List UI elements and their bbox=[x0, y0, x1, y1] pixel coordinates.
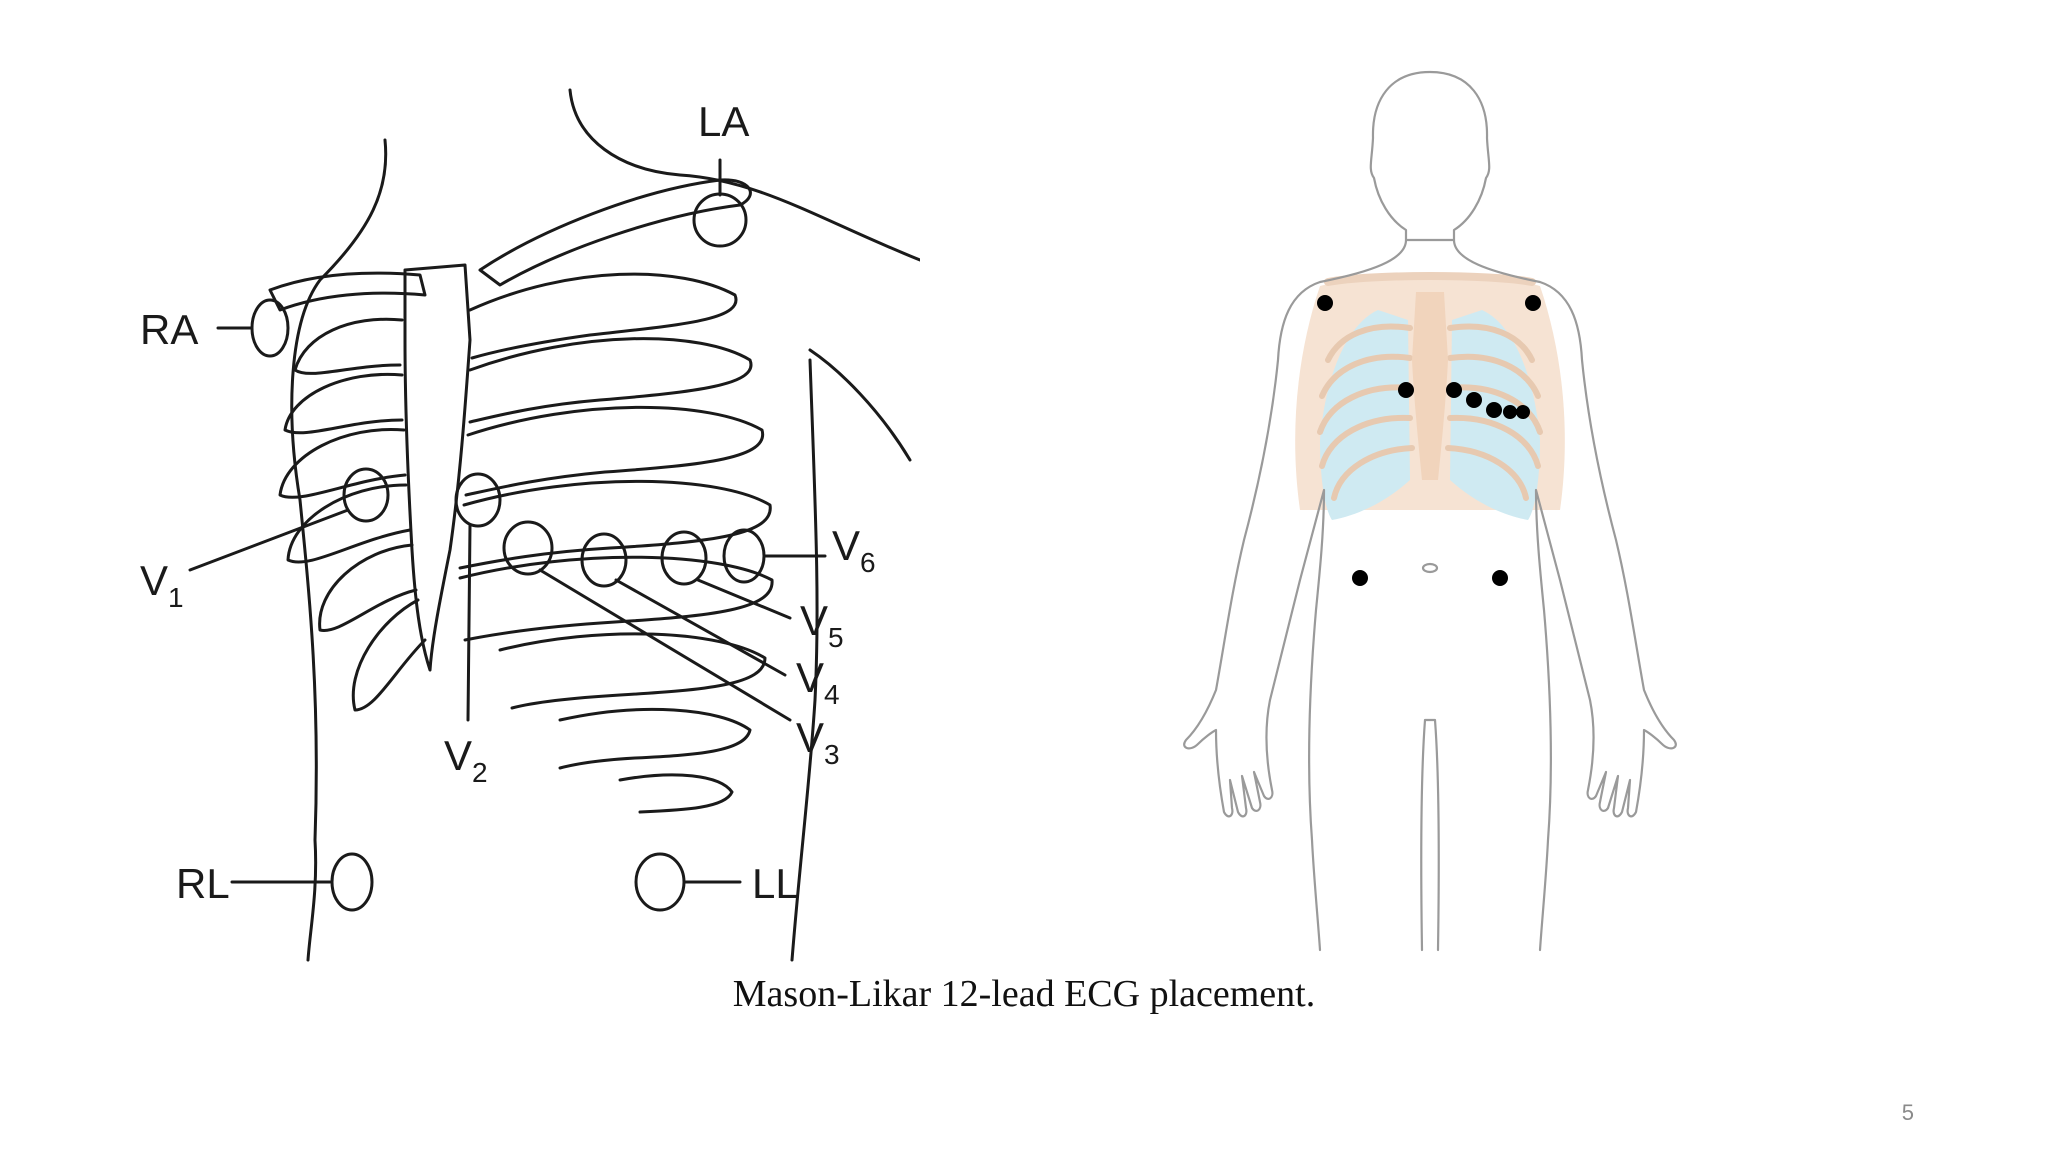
electrode-dot-v1 bbox=[1398, 382, 1414, 398]
left-rib bbox=[464, 405, 765, 497]
lead-label-v3: V3 bbox=[796, 714, 840, 770]
electrode-dot-v6 bbox=[1516, 405, 1530, 419]
right-torso-outline bbox=[290, 138, 388, 962]
lead-label-la: LA bbox=[698, 98, 749, 145]
lead-label-v4: V4 bbox=[796, 654, 840, 710]
sternum bbox=[403, 263, 472, 672]
leader-line-v5 bbox=[696, 578, 792, 620]
electrode-dot-la bbox=[1525, 295, 1541, 311]
body-outline bbox=[1183, 238, 1677, 952]
lead-label-ll: LL bbox=[752, 860, 799, 907]
electrode-v4 bbox=[580, 532, 628, 588]
right-rib bbox=[283, 372, 404, 435]
right-rib bbox=[318, 543, 418, 632]
electrode-dot-v3 bbox=[1466, 392, 1482, 408]
left-rib bbox=[468, 337, 753, 424]
groin-outline bbox=[1420, 718, 1440, 952]
left-clavicle bbox=[478, 178, 752, 287]
electrode-dot-ll bbox=[1492, 570, 1508, 586]
ribcage bbox=[1295, 272, 1565, 520]
navel bbox=[1421, 562, 1439, 574]
leader-line-v3 bbox=[538, 568, 792, 722]
electrode-ra bbox=[250, 298, 290, 358]
electrode-la bbox=[692, 192, 748, 248]
right-rib bbox=[293, 317, 404, 375]
electrode-v6 bbox=[722, 528, 766, 584]
leader-line-v2 bbox=[466, 523, 472, 722]
left-rib bbox=[468, 272, 738, 360]
head-outline bbox=[1369, 70, 1491, 242]
ecg-lead-diagram-drawing: LA RA V1 V2 V3 V4 V5 V6 RL LL bbox=[140, 88, 920, 962]
electrode-dot-v5 bbox=[1503, 405, 1517, 419]
figure-caption: Mason-Likar 12-lead ECG placement. bbox=[732, 973, 1316, 1015]
lead-label-v5: V5 bbox=[800, 597, 844, 653]
electrode-v1 bbox=[342, 467, 390, 523]
electrode-dot-v4 bbox=[1486, 402, 1502, 418]
lung-right bbox=[1320, 310, 1410, 520]
lead-label-v2: V2 bbox=[444, 732, 488, 788]
left-rib bbox=[558, 707, 752, 770]
electrode-v5 bbox=[660, 530, 708, 586]
electrode-dot-ra bbox=[1317, 295, 1333, 311]
leader-line-v4 bbox=[614, 578, 787, 677]
electrode-rl bbox=[330, 852, 374, 912]
lead-label-ra: RA bbox=[140, 306, 198, 353]
lead-label-v1: V1 bbox=[140, 557, 184, 613]
electrode-ll bbox=[634, 852, 686, 912]
sternum bbox=[1412, 292, 1448, 480]
lead-label-v6: V6 bbox=[832, 522, 876, 578]
right-rib bbox=[351, 598, 427, 712]
left-rib bbox=[618, 773, 734, 814]
left-rib bbox=[498, 632, 767, 710]
electrode-v2 bbox=[454, 472, 502, 528]
left-torso-outline bbox=[790, 348, 912, 962]
body-outline-electrode-figure bbox=[1183, 70, 1677, 952]
electrode-dot-rl bbox=[1352, 570, 1368, 586]
right-rib bbox=[278, 427, 407, 499]
electrode-dot-v2 bbox=[1446, 382, 1462, 398]
lead-label-rl: RL bbox=[176, 860, 230, 907]
clavicle-bar bbox=[1324, 272, 1536, 286]
electrode-v3 bbox=[502, 520, 554, 576]
left-shoulder-outline bbox=[568, 88, 920, 262]
leader-line-v1 bbox=[188, 508, 350, 572]
page-number: 5 bbox=[1901, 1100, 1914, 1125]
right-rib bbox=[286, 483, 412, 564]
left-rib bbox=[458, 479, 772, 570]
right-clavicle bbox=[268, 271, 427, 312]
